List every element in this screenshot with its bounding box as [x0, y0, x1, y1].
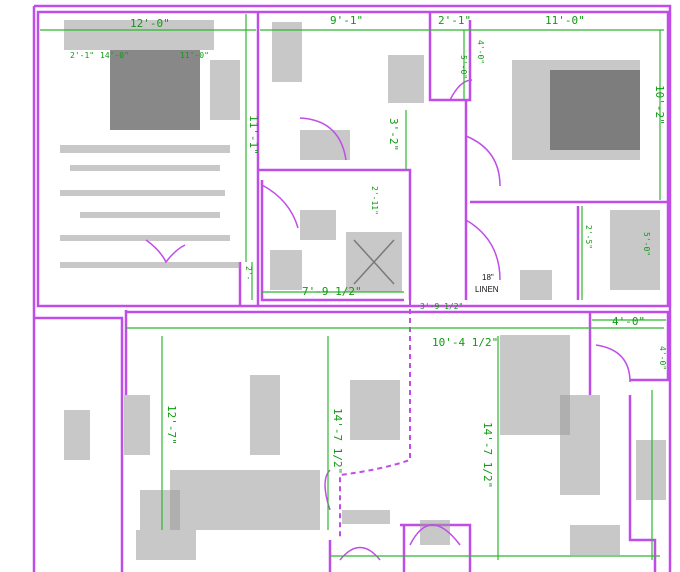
stove	[388, 55, 424, 103]
floor-pattern-5	[60, 235, 230, 241]
linen-size-label: 18"	[482, 273, 494, 282]
dim-bedroom-v: 10'-2"	[653, 85, 666, 125]
room-labels: 18" LINEN	[475, 273, 499, 294]
upper-unit-wall	[36, 10, 670, 308]
living-top-wall	[124, 310, 590, 395]
dimension-lines	[40, 14, 666, 560]
dim-kitchen-v: 11'-1"	[247, 115, 260, 155]
sofa	[170, 470, 320, 530]
dim-top-left-overlay-a: 2'-1"	[70, 51, 94, 60]
dim-top-left-overlay-b: 14'-0"	[100, 51, 129, 60]
dim-closet-v1: 5'-0"	[459, 55, 468, 79]
kitchen-island	[560, 395, 600, 495]
sofa-back	[140, 490, 180, 530]
linen-label: LINEN	[475, 285, 499, 294]
dim-top-closet: 2'-1"	[438, 14, 471, 27]
dim-bath-small: 2'-11"	[370, 186, 379, 215]
dim-corner-v: 4'-0"	[658, 346, 667, 370]
armchair-left	[124, 395, 150, 455]
floor-pattern-2	[70, 165, 220, 171]
desk-block	[64, 20, 214, 50]
bath-inner-wall	[260, 180, 404, 302]
outer-wall	[32, 4, 672, 572]
dimension-labels: 12'-0" 2'-1" 14'-0" 11'-0" 9'-1" 2'-1" 1…	[70, 14, 667, 488]
dining-table	[500, 335, 570, 435]
dim-small-left: 2'-	[244, 266, 253, 280]
tv-stand	[250, 375, 280, 455]
bedroom-closet-items	[610, 210, 660, 290]
kitchen-sink	[272, 22, 302, 82]
corner-closet-wall	[588, 310, 670, 395]
door-entry	[339, 546, 381, 561]
vanity	[300, 210, 336, 240]
door-linen	[465, 219, 501, 281]
floor-pattern-4	[80, 212, 220, 218]
door-entry-closet	[409, 524, 461, 546]
bottom-fixture	[570, 525, 620, 555]
dim-bath-v: 3'-2"	[387, 118, 400, 151]
fixtures	[60, 20, 666, 560]
door-bath	[261, 184, 299, 229]
bath-wall	[258, 168, 412, 300]
dim-closet-v2: 4'-0"	[476, 40, 485, 64]
nightstand-block	[210, 60, 240, 120]
toilet	[270, 250, 302, 290]
coffee-table	[350, 380, 400, 440]
entry-table	[342, 510, 390, 524]
door-bedroom	[465, 135, 501, 187]
dim-hall-small: 3'-9 1/2"	[420, 302, 463, 311]
dim-bath-h: 7'-9 1/2"	[302, 285, 362, 298]
dim-living-v: 12'-7"	[165, 405, 178, 445]
entry-closet-item	[420, 520, 450, 545]
bed-bedroom-dark	[550, 70, 640, 150]
right-appliance	[636, 440, 666, 500]
bathtub-x	[353, 239, 395, 285]
dim-top-right: 11'-0"	[545, 14, 585, 27]
dim-closet-v4: 5'-0"	[642, 232, 651, 256]
bottom-left-cabinet	[136, 530, 196, 560]
dim-corner-h: 4'-0"	[612, 315, 645, 328]
dim-hall-v: 14'-7 1/2"	[331, 408, 344, 474]
door-closet-top	[449, 79, 473, 101]
dim-top-mid: 9'-1"	[330, 14, 363, 27]
door-corner	[595, 344, 631, 383]
door-kitchen	[299, 117, 347, 161]
floor-pattern-6	[60, 262, 240, 268]
floor-pattern-1	[60, 145, 230, 153]
dim-dining-v: 14'-7 1/2"	[481, 422, 494, 488]
dim-living-h: 10'-4 1/2"	[432, 336, 498, 349]
floor-pattern-3	[60, 190, 225, 196]
dim-top-left-overlay-c: 11'-0"	[180, 51, 209, 60]
circulation-path	[339, 300, 411, 540]
linen-shelf	[520, 270, 552, 300]
bed-block-dark	[110, 50, 200, 130]
dim-closet-v3: 2'-5"	[584, 225, 593, 249]
walls	[32, 4, 672, 572]
dim-top-left: 12'-0"	[130, 17, 170, 30]
lower-left-room-wall	[34, 316, 124, 572]
door-left-room	[145, 239, 186, 264]
left-room-item	[64, 410, 90, 460]
